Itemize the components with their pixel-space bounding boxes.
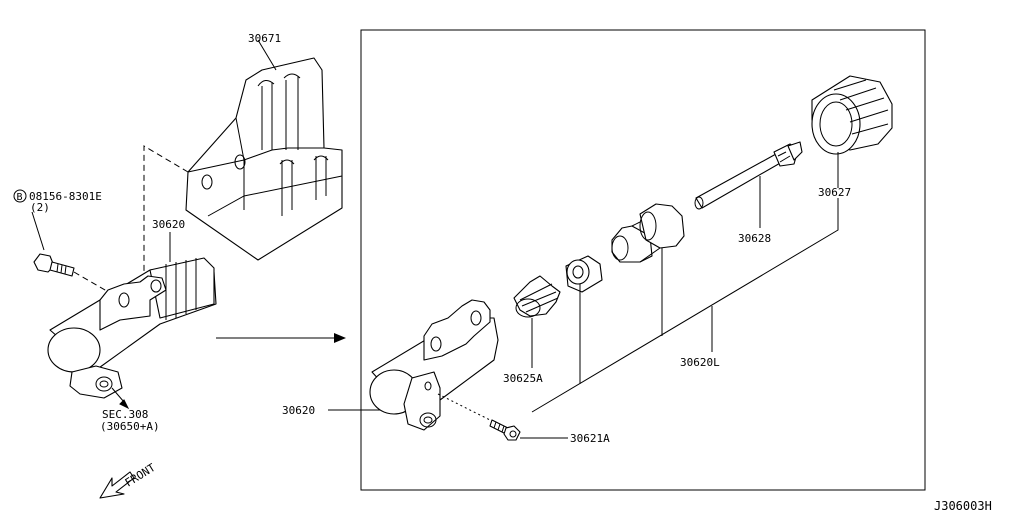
operating-cylinder-assembled bbox=[47, 257, 217, 399]
piston-seal bbox=[565, 255, 603, 293]
label-30621A: 30621A bbox=[570, 432, 610, 445]
label-08156-8301E: 08156-8301E bbox=[29, 190, 102, 203]
exploded-view-frame bbox=[360, 29, 926, 491]
label-30620L: 30620L bbox=[680, 356, 720, 369]
label-30650-a: (30650+A) bbox=[100, 420, 160, 433]
label-30625A: 30625A bbox=[503, 372, 543, 385]
bolt-marker-letter: B bbox=[17, 192, 23, 203]
figure-code: J306003H bbox=[934, 499, 992, 512]
bleeder-screw-30621A bbox=[489, 419, 521, 441]
repair-kit-bracket bbox=[531, 198, 839, 413]
piston-boot-30625A bbox=[513, 275, 561, 318]
front-direction-arrow bbox=[99, 471, 135, 499]
push-rod-30628 bbox=[694, 141, 803, 210]
dust-cover-30627 bbox=[811, 75, 893, 155]
label-30620-right: 30620 bbox=[282, 404, 315, 417]
operating-cylinder-body bbox=[369, 299, 499, 431]
bracket-30671 bbox=[185, 57, 343, 261]
label-30620-left: 30620 bbox=[152, 218, 185, 231]
bolt-marker-circle bbox=[13, 189, 27, 203]
label-front: FRONT bbox=[123, 461, 158, 490]
label-30671: 30671 bbox=[248, 32, 281, 45]
label-30627: 30627 bbox=[818, 186, 851, 199]
label-30628: 30628 bbox=[738, 232, 771, 245]
label-bolt-qty: (2) bbox=[30, 201, 50, 214]
label-sec-308: SEC.308 bbox=[102, 408, 148, 421]
piston bbox=[611, 203, 685, 263]
bolt-08156-8301E bbox=[33, 253, 75, 277]
